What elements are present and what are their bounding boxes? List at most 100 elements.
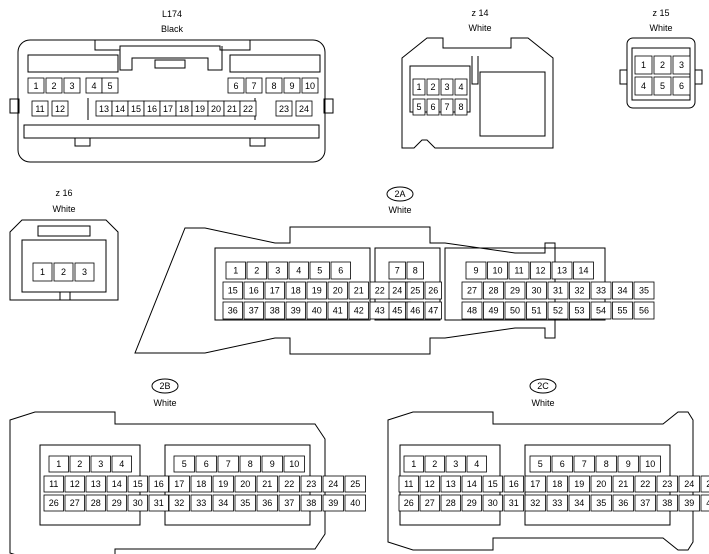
pin-label: 18	[291, 286, 301, 296]
pin-label: 24	[392, 286, 402, 296]
pin-label: 42	[354, 306, 364, 316]
connector-L174-id: L174	[162, 9, 182, 19]
pin-cell	[569, 301, 590, 320]
pin-label: 7	[582, 459, 587, 469]
pin-cell	[617, 455, 639, 473]
pin-label: 15	[133, 479, 143, 489]
pin-label: 2	[254, 266, 259, 276]
pin-cell	[398, 494, 419, 512]
pin-label: 1	[56, 459, 61, 469]
pin-cell	[547, 301, 569, 320]
pin-label: 10	[305, 81, 315, 91]
pin-cell	[239, 100, 257, 117]
pin-cell	[256, 475, 278, 493]
pin-cell	[288, 261, 309, 280]
pin-label: 15	[488, 479, 498, 489]
pin-label: 43	[375, 306, 385, 316]
pin-label: 1	[641, 60, 646, 70]
pin-cell	[461, 281, 483, 300]
pin-cell	[568, 494, 590, 512]
pin-label: 25	[350, 479, 360, 489]
pin-label: 46	[410, 306, 420, 316]
pin-label: 27	[467, 286, 477, 296]
pin-cell	[348, 281, 369, 300]
pin-label: 18	[552, 479, 562, 489]
pin-label: 56	[639, 306, 649, 316]
pin-label: 7	[395, 266, 400, 276]
pin-label: 4	[458, 82, 463, 92]
pin-label: 21	[262, 479, 272, 489]
pin-cell	[440, 494, 461, 512]
pin-cell	[32, 262, 53, 282]
pin-label: 1	[33, 81, 38, 91]
pin-label: 8	[604, 459, 609, 469]
pin-cell	[700, 494, 709, 512]
pin-label: 22	[243, 104, 253, 114]
pin-cell	[85, 494, 106, 512]
pin-cell	[53, 262, 74, 282]
pin-cell	[406, 281, 424, 300]
pin-label: 4	[296, 266, 301, 276]
pin-label: 6	[233, 81, 238, 91]
connector-2B-id: 2B	[159, 381, 170, 391]
pin-label: 2	[660, 60, 665, 70]
pin-label: 2	[61, 267, 66, 277]
pin-cell	[530, 261, 551, 280]
pin-cell	[412, 78, 426, 96]
pin-cell	[546, 475, 568, 493]
pin-cell	[327, 281, 348, 300]
connector-z14-color: White	[468, 23, 491, 33]
pin-label: 11	[404, 479, 413, 489]
pin-label: 4	[641, 81, 646, 91]
pin-cell	[212, 475, 234, 493]
pin-label: 38	[270, 306, 280, 316]
pin-cell	[388, 301, 406, 320]
pin-label: 52	[553, 306, 563, 316]
pin-label: 5	[660, 81, 665, 91]
pin-cell	[424, 281, 442, 300]
pin-cell	[285, 281, 306, 300]
pin-label: 3	[69, 81, 74, 91]
pin-label: 35	[240, 498, 250, 508]
pin-cell	[529, 455, 551, 473]
pin-label: 54	[596, 306, 606, 316]
pin-label: 49	[488, 306, 498, 316]
pin-cell	[243, 301, 264, 320]
pin-label: 30	[531, 286, 541, 296]
pin-label: 8	[458, 102, 463, 112]
pin-cell	[454, 98, 468, 116]
pin-label: 30	[488, 498, 498, 508]
pin-label: 3	[444, 82, 449, 92]
pin-label: 17	[174, 479, 184, 489]
pin-cell	[322, 475, 344, 493]
pin-cell	[51, 100, 69, 117]
pin-cell	[264, 281, 285, 300]
pin-label: 17	[163, 104, 173, 114]
pin-cell	[190, 494, 212, 512]
pin-cell	[106, 494, 127, 512]
pin-label: 6	[679, 81, 684, 91]
pin-label: 3	[98, 459, 103, 469]
pin-cell	[295, 100, 313, 117]
pin-label: 2	[432, 459, 437, 469]
pin-cell	[524, 494, 546, 512]
pin-label: 11	[49, 479, 58, 489]
pin-cell	[634, 76, 653, 96]
pin-cell	[424, 455, 445, 473]
pin-label: 10	[645, 459, 655, 469]
pin-label: 25	[410, 286, 420, 296]
pin-label: 32	[530, 498, 540, 508]
pin-label: 3	[82, 267, 87, 277]
pin-label: 5	[317, 266, 322, 276]
pin-label: 14	[112, 479, 122, 489]
pin-label: 37	[249, 306, 259, 316]
pin-cell	[426, 98, 440, 116]
pin-cell	[90, 455, 111, 473]
pin-cell	[348, 301, 369, 320]
pin-cell	[234, 494, 256, 512]
